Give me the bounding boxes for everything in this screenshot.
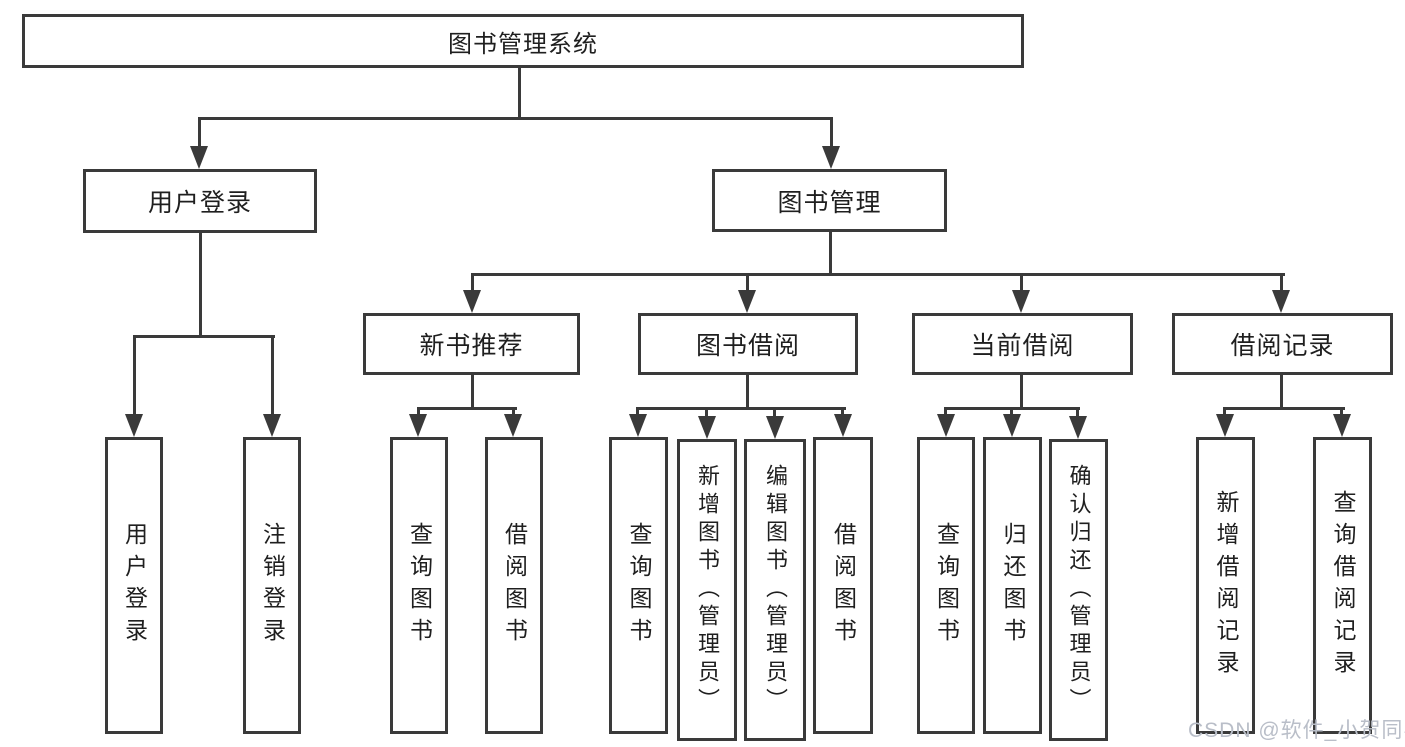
connector-line bbox=[1223, 407, 1345, 410]
connector-arrow bbox=[937, 414, 955, 437]
connector-line bbox=[1280, 375, 1283, 409]
node-label: 借阅记录 bbox=[1230, 332, 1335, 360]
connector-arrow bbox=[504, 414, 522, 437]
connector-line bbox=[417, 407, 517, 410]
leaf-label: 查询图书 bbox=[626, 521, 652, 650]
connector-line bbox=[199, 233, 202, 337]
node-label: 用户登录 bbox=[147, 189, 252, 217]
connector-arrow bbox=[1272, 290, 1290, 313]
connector-line bbox=[1223, 407, 1226, 417]
connector-line bbox=[133, 335, 136, 417]
connector-line bbox=[1020, 273, 1023, 293]
node-library-management-system: 图书管理系统 bbox=[22, 14, 1024, 68]
connector-line bbox=[1076, 407, 1079, 419]
connector-line bbox=[198, 117, 201, 149]
connector-line bbox=[636, 407, 639, 417]
connector-arrow bbox=[1216, 414, 1234, 437]
connector-arrow bbox=[190, 146, 208, 169]
leaf-label: 查询借阅记录 bbox=[1330, 489, 1356, 682]
connector-line bbox=[518, 65, 521, 119]
leaf-logout: 注销登录 bbox=[243, 437, 301, 734]
connector-line bbox=[1280, 273, 1283, 293]
leaf-query-borrow-record: 查询借阅记录 bbox=[1313, 437, 1372, 734]
node-borrowing-records: 借阅记录 bbox=[1172, 313, 1393, 375]
leaf-label: 新增图书（管理员） bbox=[695, 464, 720, 716]
leaf-label: 注销登录 bbox=[259, 521, 286, 650]
connector-line bbox=[841, 407, 844, 417]
connector-arrow bbox=[1069, 416, 1087, 439]
connector-line bbox=[1010, 407, 1013, 417]
leaf-label: 编辑图书（管理员） bbox=[763, 464, 788, 716]
leaf-return-books: 归还图书 bbox=[983, 437, 1042, 734]
leaf-confirm-return-admin: 确认归还（管理员） bbox=[1049, 439, 1108, 741]
leaf-label: 归还图书 bbox=[1000, 521, 1026, 650]
connector-line bbox=[512, 407, 515, 417]
connector-arrow bbox=[125, 414, 143, 437]
connector-line bbox=[271, 335, 274, 417]
leaf-label: 查询图书 bbox=[406, 521, 433, 650]
leaf-borrow-books: 借阅图书 bbox=[813, 437, 873, 734]
node-current-borrowing: 当前借阅 bbox=[912, 313, 1133, 375]
leaf-query-books-recommend: 查询图书 bbox=[390, 437, 448, 734]
node-user-login: 用户登录 bbox=[83, 169, 317, 233]
connector-line bbox=[944, 407, 947, 417]
leaf-user-login: 用户登录 bbox=[105, 437, 163, 734]
connector-line bbox=[746, 273, 749, 293]
leaf-add-book-admin: 新增图书（管理员） bbox=[677, 439, 737, 741]
connector-line bbox=[773, 407, 776, 419]
node-book-management: 图书管理 bbox=[712, 169, 947, 232]
leaf-label: 新增借阅记录 bbox=[1213, 489, 1239, 682]
node-new-book-recommend: 新书推荐 bbox=[363, 313, 580, 375]
leaf-label: 查询图书 bbox=[933, 521, 960, 650]
connector-arrow bbox=[738, 290, 756, 313]
connector-arrow bbox=[409, 414, 427, 437]
connector-arrow bbox=[698, 416, 716, 439]
connector-arrow bbox=[1003, 414, 1021, 437]
connector-line bbox=[417, 407, 420, 417]
connector-line bbox=[471, 273, 1285, 276]
connector-line bbox=[829, 232, 832, 276]
node-label: 当前借阅 bbox=[970, 332, 1075, 360]
leaf-query-books-current: 查询图书 bbox=[917, 437, 975, 734]
leaf-borrow-books-recommend: 借阅图书 bbox=[485, 437, 543, 734]
leaf-query-books-borrowing: 查询图书 bbox=[609, 437, 668, 734]
node-label: 图书借阅 bbox=[695, 332, 800, 360]
connector-arrow bbox=[629, 414, 647, 437]
leaf-label: 借阅图书 bbox=[501, 521, 528, 650]
connector-line bbox=[636, 407, 846, 410]
connector-line bbox=[746, 375, 749, 409]
connector-line bbox=[471, 273, 474, 293]
connector-arrow bbox=[834, 414, 852, 437]
leaf-label: 借阅图书 bbox=[830, 521, 857, 650]
leaf-add-borrow-record: 新增借阅记录 bbox=[1196, 437, 1255, 734]
connector-arrow bbox=[263, 414, 281, 437]
node-label: 图书管理 bbox=[777, 188, 882, 217]
connector-line bbox=[705, 407, 708, 419]
watermark: CSDN @软件_小贺同学 bbox=[1188, 719, 1405, 742]
leaf-label: 确认归还（管理员） bbox=[1066, 464, 1092, 716]
connector-arrow bbox=[463, 290, 481, 313]
connector-line bbox=[1340, 407, 1343, 417]
connector-line bbox=[830, 117, 833, 149]
connector-arrow bbox=[766, 416, 784, 439]
node-book-borrowing: 图书借阅 bbox=[638, 313, 858, 375]
connector-arrow bbox=[822, 146, 840, 169]
connector-line bbox=[1020, 375, 1023, 409]
leaf-label: 用户登录 bbox=[121, 521, 148, 650]
connector-line bbox=[133, 335, 275, 338]
connector-arrow bbox=[1012, 290, 1030, 313]
connector-line bbox=[471, 375, 474, 409]
connector-line bbox=[198, 117, 832, 120]
node-label: 新书推荐 bbox=[419, 332, 524, 360]
node-label: 图书管理系统 bbox=[448, 30, 598, 58]
leaf-edit-book-admin: 编辑图书（管理员） bbox=[744, 439, 806, 741]
connector-arrow bbox=[1333, 414, 1351, 437]
